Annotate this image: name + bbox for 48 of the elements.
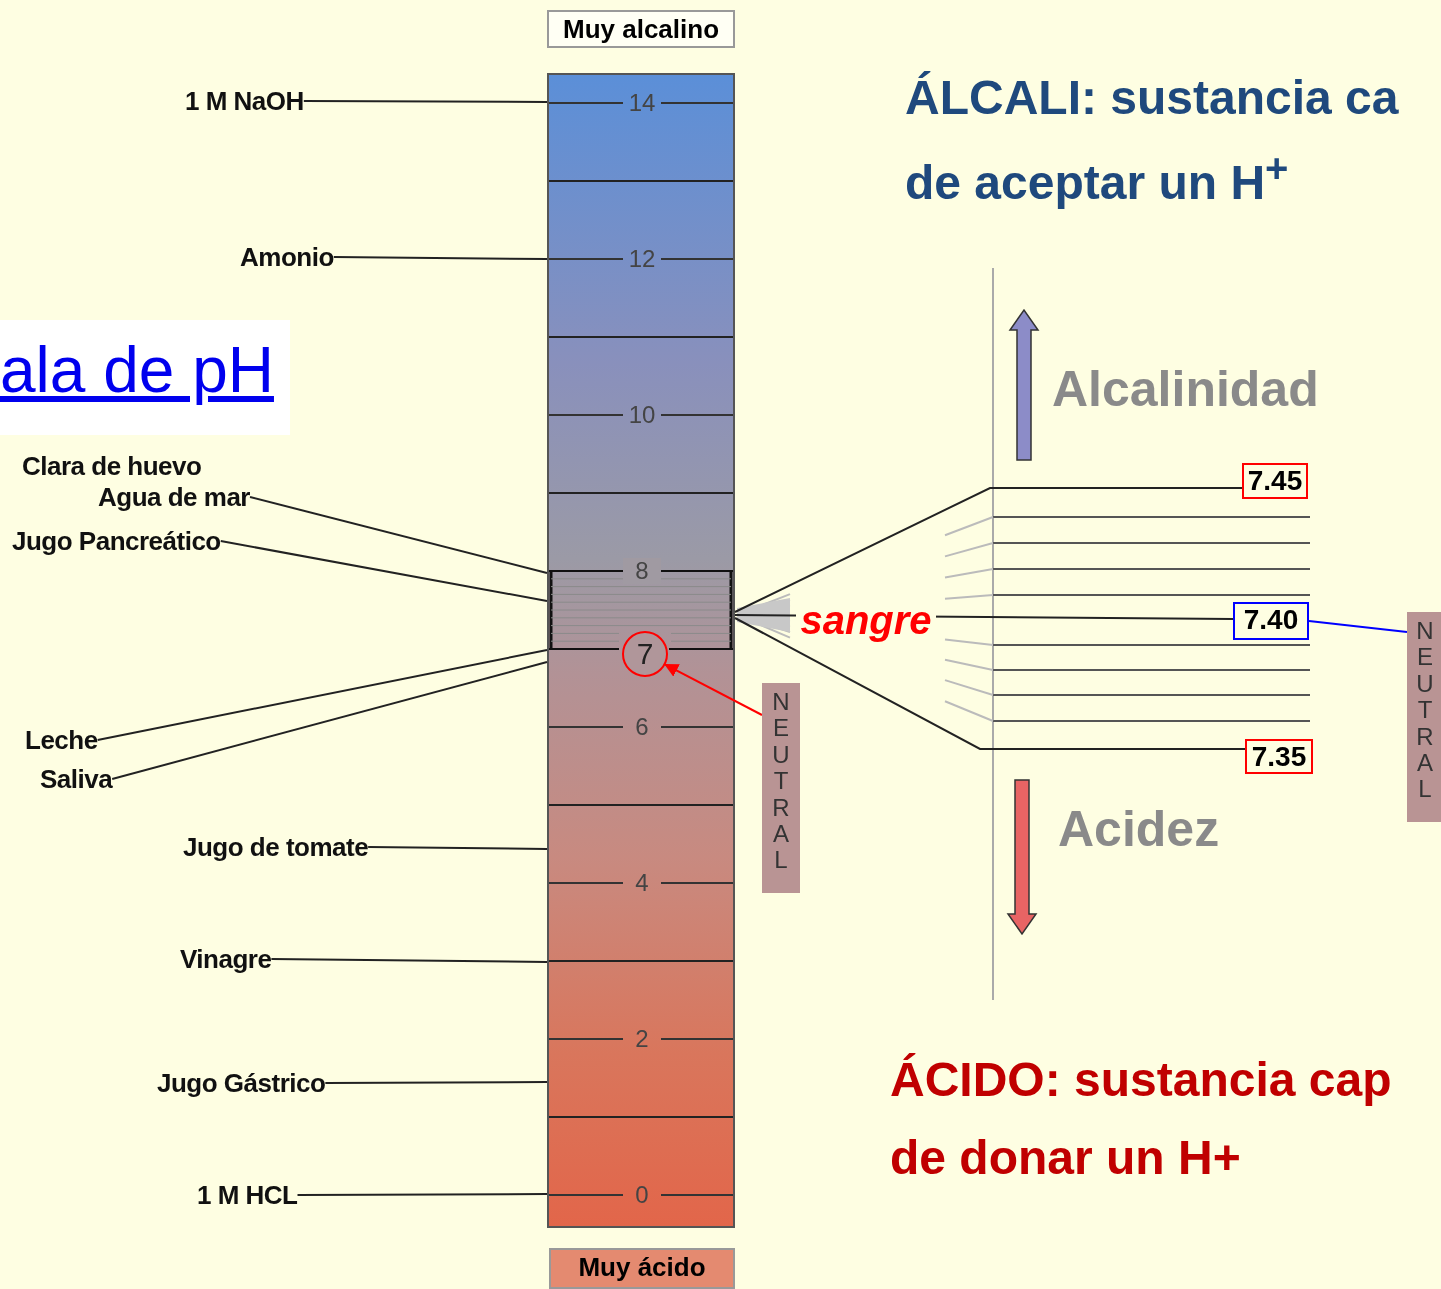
- neutral-tag: NEUTRAL: [1407, 612, 1441, 822]
- substance-label: Jugo Gástrico: [157, 1066, 326, 1100]
- connector-line: [1308, 620, 1408, 633]
- definition-text: de donar un H+: [890, 1130, 1241, 1185]
- definition-text: ÁCIDO: sustancia cap: [890, 1052, 1392, 1107]
- value-box: 7.40: [1233, 602, 1309, 640]
- connector-line: [111, 661, 548, 780]
- neutral-tag: NEUTRAL: [762, 683, 800, 893]
- substance-label: Jugo de tomate: [183, 830, 369, 864]
- arrow: [664, 663, 763, 716]
- tick-label: 6: [634, 714, 650, 740]
- connector-line: [734, 487, 1243, 613]
- substance-label: Jugo Pancreático: [12, 524, 221, 558]
- substance-label: Leche: [25, 723, 98, 757]
- tick-label: 4: [634, 870, 650, 896]
- value-box: 7.35: [1245, 739, 1313, 774]
- connector-line: [96, 649, 548, 741]
- scale-end-label: Muy alcalino: [547, 10, 735, 48]
- connector-line: [219, 540, 548, 602]
- tick-label: 10: [627, 402, 657, 428]
- connector-line: [296, 1193, 548, 1196]
- direction-label: Alcalinidad: [1052, 360, 1319, 418]
- substance-label: 1 M NaOH: [185, 84, 304, 118]
- substance-label: Agua de mar: [98, 480, 250, 514]
- substance-label: 1 M HCL: [197, 1178, 298, 1212]
- connector-line: [249, 496, 548, 574]
- tick-label: 14: [627, 90, 657, 116]
- connector-line: [332, 256, 548, 260]
- substance-label: Amonio: [240, 240, 334, 274]
- definition-text: ÁLCALI: sustancia ca: [905, 70, 1399, 125]
- substance-label: Saliva: [40, 762, 113, 796]
- scale-end-label: Muy ácido: [549, 1248, 735, 1289]
- connector-line: [367, 846, 548, 850]
- page-title: ala de pH: [0, 320, 290, 435]
- definition-text: de aceptar un H$^{+}$: [905, 146, 1289, 210]
- neutral-marker-circle: 7: [622, 631, 668, 677]
- substance-label: Clara de huevo: [22, 451, 202, 482]
- value-box: 7.45: [1242, 463, 1308, 499]
- tick-label: 2: [634, 1026, 650, 1052]
- connector-line: [302, 100, 548, 103]
- direction-label: Acidez: [1058, 800, 1220, 858]
- connector-line: [270, 958, 548, 963]
- connector-line: [324, 1081, 548, 1084]
- connector-line: [734, 617, 1246, 750]
- tick-label: 12: [627, 246, 657, 272]
- substance-label: Vinagre: [180, 942, 272, 976]
- tick-label: 8: [634, 558, 650, 584]
- tick-label: 0: [634, 1182, 650, 1208]
